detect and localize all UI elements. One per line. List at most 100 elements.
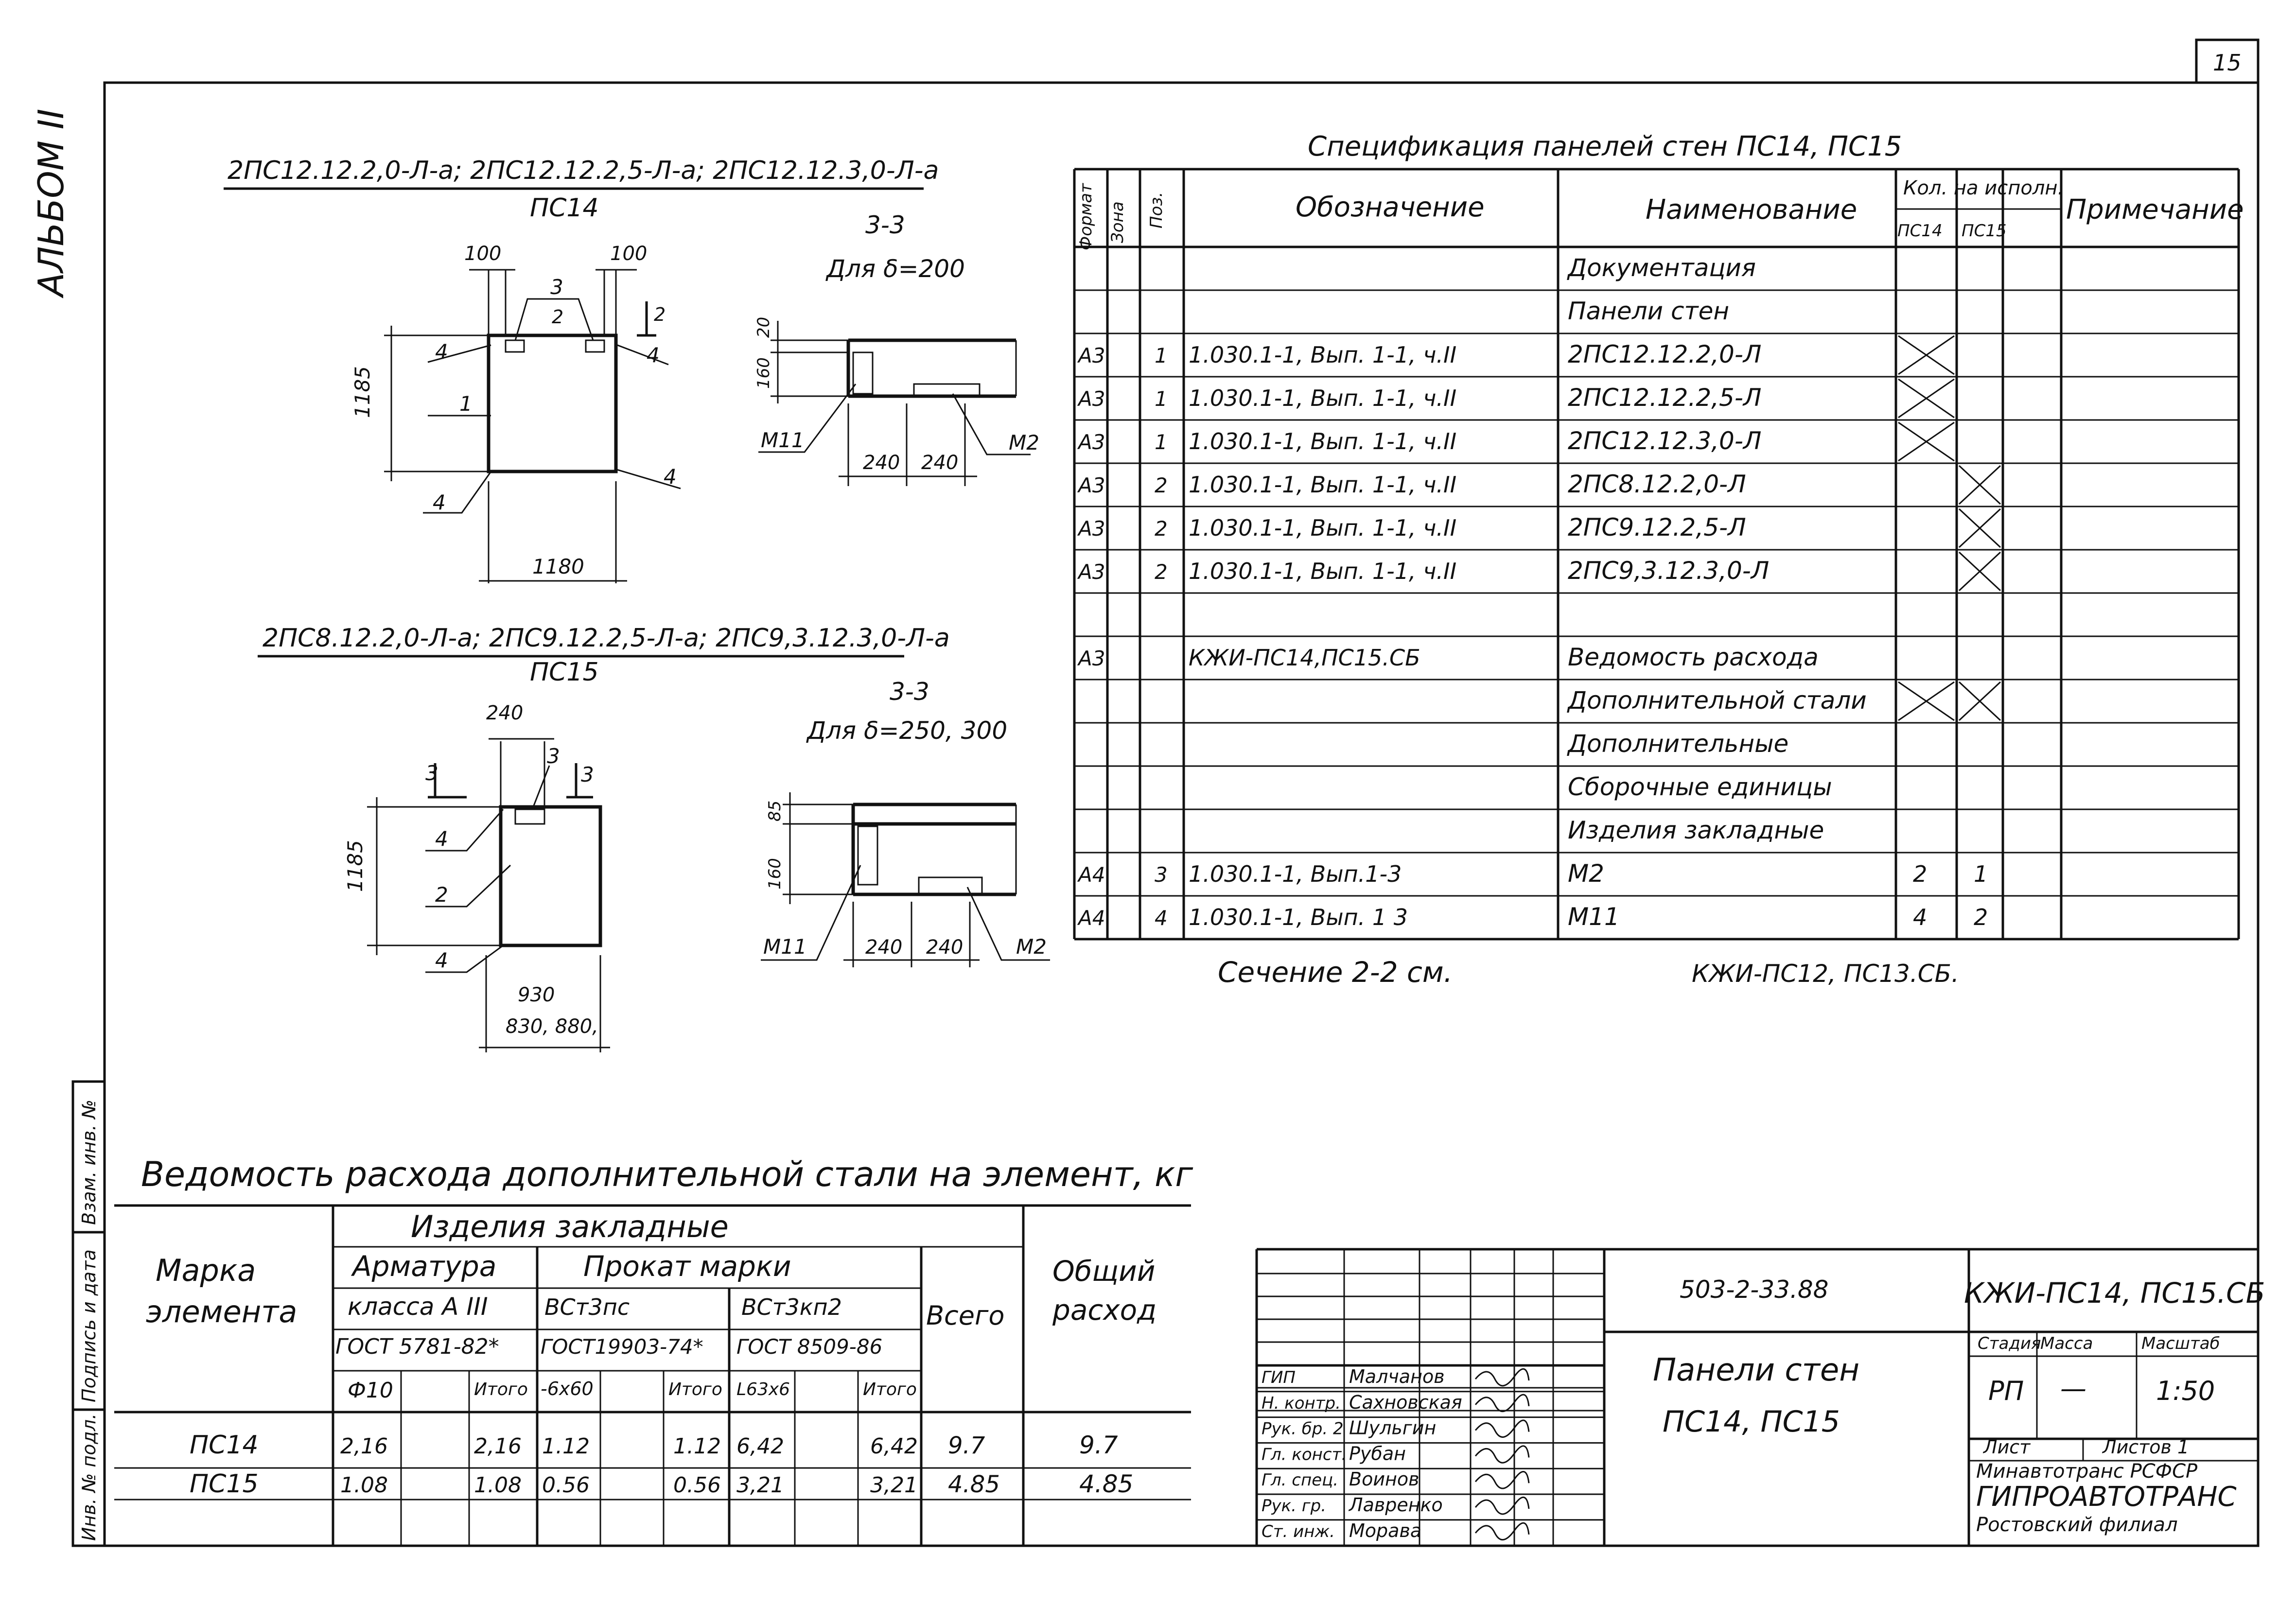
spec-footnote-left: Сечение 2-2 см. <box>1218 956 1453 989</box>
steel-row-d10: 2,16 <box>340 1434 388 1459</box>
steel-h-bst3kp2-gost: ГОСТ 8509-86 <box>736 1335 882 1359</box>
tb-org-2: ГИПРОАВТОТРАНС <box>1976 1481 2237 1513</box>
spec-row-format: А3 <box>1077 560 1105 584</box>
spec-row-designation: 1.030.1-1, Вып. 1-1, ч.II <box>1189 385 1456 411</box>
tb-org-1: Минавтотранс РСФСР <box>1976 1460 2198 1483</box>
spec-row-format: А3 <box>1077 344 1105 367</box>
pc14-dim-height: 1185 <box>351 366 374 418</box>
pc14-sec-m11: М11 <box>761 428 805 452</box>
tb-person-name: Рубан <box>1349 1443 1406 1464</box>
tb-person-name: Шульгин <box>1349 1417 1436 1439</box>
steel-h-mark-2: элемента <box>146 1294 297 1329</box>
spec-row-name: Дополнительной стали <box>1567 686 1867 715</box>
pc14-sec-dim-20: 20 <box>754 317 773 338</box>
sheet-number-box <box>2195 38 2260 84</box>
tb-stage: РП <box>1988 1376 2024 1406</box>
spec-row-name: Панели стен <box>1568 297 1729 325</box>
spec-row-pos: 1 <box>1155 344 1168 367</box>
pc15-section-drawing: 85 160 240 240 М11 М2 <box>761 792 1050 967</box>
pc15-dim-width2: 830, 880, <box>506 1015 598 1038</box>
spec-row-name: Дополнительные <box>1567 730 1788 758</box>
tb-mass-h: Масса <box>2040 1334 2093 1353</box>
spec-row-name: 2ПС9,3.12.3,0-Л <box>1568 557 1769 585</box>
tb-scale: 1:50 <box>2156 1376 2215 1406</box>
signature-scribble <box>1474 1394 1530 1413</box>
pc14-dim-width: 1180 <box>532 555 584 578</box>
signature-scribble <box>1474 1445 1530 1464</box>
album-label: АЛЬБОМ II <box>31 109 71 298</box>
pc14-marks: 2ПС12.12.2,0-Л-а; 2ПС12.12.2,5-Л-а; 2ПС1… <box>228 156 939 185</box>
tb-title-2: ПС14, ПС15 <box>1663 1405 1840 1439</box>
steel-h-bst3kp2: ВСт3кп2 <box>741 1294 842 1320</box>
specification-table: Спецификация панелей стен ПС14, ПС15 Фор… <box>1073 131 2244 989</box>
spec-row-q15: 1 <box>1974 861 1988 887</box>
spec-row-designation: 1.030.1-1, Вып. 1-1, ч.II <box>1189 342 1456 368</box>
tb-person-role: Гл. спец. <box>1262 1470 1338 1490</box>
pc15-sec-dim-160: 160 <box>765 858 785 890</box>
steel-h-l63: L63х6 <box>736 1380 790 1399</box>
spec-row-mark-q15 <box>1958 508 2001 548</box>
pc14-label-4b: 4 <box>647 343 660 367</box>
spec-h-note: Примечание <box>2066 194 2244 226</box>
signature-scribble <box>1474 1368 1530 1387</box>
spec-h-designation: Обозначение <box>1296 192 1485 223</box>
steel-h-rolled: Прокат марки <box>583 1250 791 1283</box>
spec-row-pos: 2 <box>1155 473 1168 497</box>
pc15-section-title: 3-3 <box>890 678 929 706</box>
spec-row-name: Изделия закладные <box>1568 816 1824 844</box>
tb-person-role: Ст. инж. <box>1262 1522 1335 1541</box>
spec-row-name: М11 <box>1568 903 1620 931</box>
steel-table: Ведомость расхода дополнительной стали н… <box>114 1154 1193 1546</box>
steel-row-mark: ПС15 <box>190 1469 259 1499</box>
spec-row-name: 2ПС12.12.2,5-Л <box>1568 384 1762 412</box>
spec-row-designation: 1.030.1-1, Вып.1-3 <box>1189 861 1402 887</box>
spec-row-mark-q14 <box>1898 335 1955 375</box>
steel-row-total: 4.85 <box>948 1471 1000 1498</box>
tb-org-3: Ростовский филиал <box>1976 1514 2178 1536</box>
spec-h-name: Наименование <box>1646 194 1857 226</box>
spec-row-pos: 1 <box>1155 430 1168 454</box>
steel-h-general-1: Общий <box>1052 1255 1155 1288</box>
pc15-marks: 2ПС8.12.2,0-Л-а; 2ПС9.12.2,5-Л-а; 2ПС9,3… <box>263 624 950 653</box>
steel-h-mark-1: Марка <box>156 1253 256 1288</box>
pc15-sec-dim-85: 85 <box>765 801 785 821</box>
steel-h-total: Всего <box>926 1300 1004 1331</box>
spec-h-pos: Поз. <box>1147 192 1166 228</box>
steel-row-l63: 6,42 <box>736 1434 784 1459</box>
pc14-label-2b: 2 <box>654 304 666 325</box>
spec-title: Спецификация панелей стен ПС14, ПС15 <box>1308 131 1902 162</box>
steel-h-itogo3: Итого <box>863 1380 917 1399</box>
pc14-name: ПС14 <box>530 193 599 223</box>
spec-row-format: А4 <box>1077 863 1105 887</box>
pc15-label-4b: 4 <box>435 948 448 972</box>
steel-row-itogo3: 6,42 <box>870 1434 918 1459</box>
signature-scribble <box>1474 1496 1530 1515</box>
spec-row-name: 2ПС12.12.3,0-Л <box>1568 427 1762 455</box>
spec-row-q14: 2 <box>1913 861 1927 887</box>
signature-scribble <box>1474 1522 1530 1541</box>
pc14-section-title: 3-3 <box>865 211 905 239</box>
tb-person-role: Рук. бр. 2 <box>1262 1419 1344 1439</box>
tb-sheet-h: Лист <box>1982 1436 2031 1458</box>
spec-grid <box>1073 168 2240 941</box>
tb-person-role: Н. контр. <box>1262 1394 1341 1413</box>
pc14-label-2a: 2 <box>552 306 563 328</box>
spec-row-pos: 1 <box>1155 387 1168 411</box>
signature-scribble <box>1474 1471 1530 1489</box>
tb-mass: — <box>2060 1373 2086 1404</box>
steel-row-itogo1: 2,16 <box>474 1434 522 1459</box>
pc14-sec-m2: М2 <box>1009 431 1039 454</box>
tb-code: 503-2-33.88 <box>1680 1275 1828 1304</box>
pc14-sec-dim-240b: 240 <box>921 452 958 474</box>
steel-h-armature: Арматура <box>351 1250 496 1283</box>
steel-h-bst3ps-gost: ГОСТ19903-74* <box>541 1335 703 1359</box>
spec-row-pos: 2 <box>1155 560 1168 584</box>
spec-h-zone: Зона <box>1108 201 1127 243</box>
tb-person-name: Морава <box>1349 1520 1421 1541</box>
spec-row-designation: КЖИ-ПС14,ПС15.СБ <box>1189 645 1420 671</box>
steel-h-itogo1: Итого <box>474 1380 528 1399</box>
spec-row-designation: 1.030.1-1, Вып. 1-1, ч.II <box>1189 558 1456 584</box>
spec-row-name: 2ПС9.12.2,5-Л <box>1568 513 1746 541</box>
